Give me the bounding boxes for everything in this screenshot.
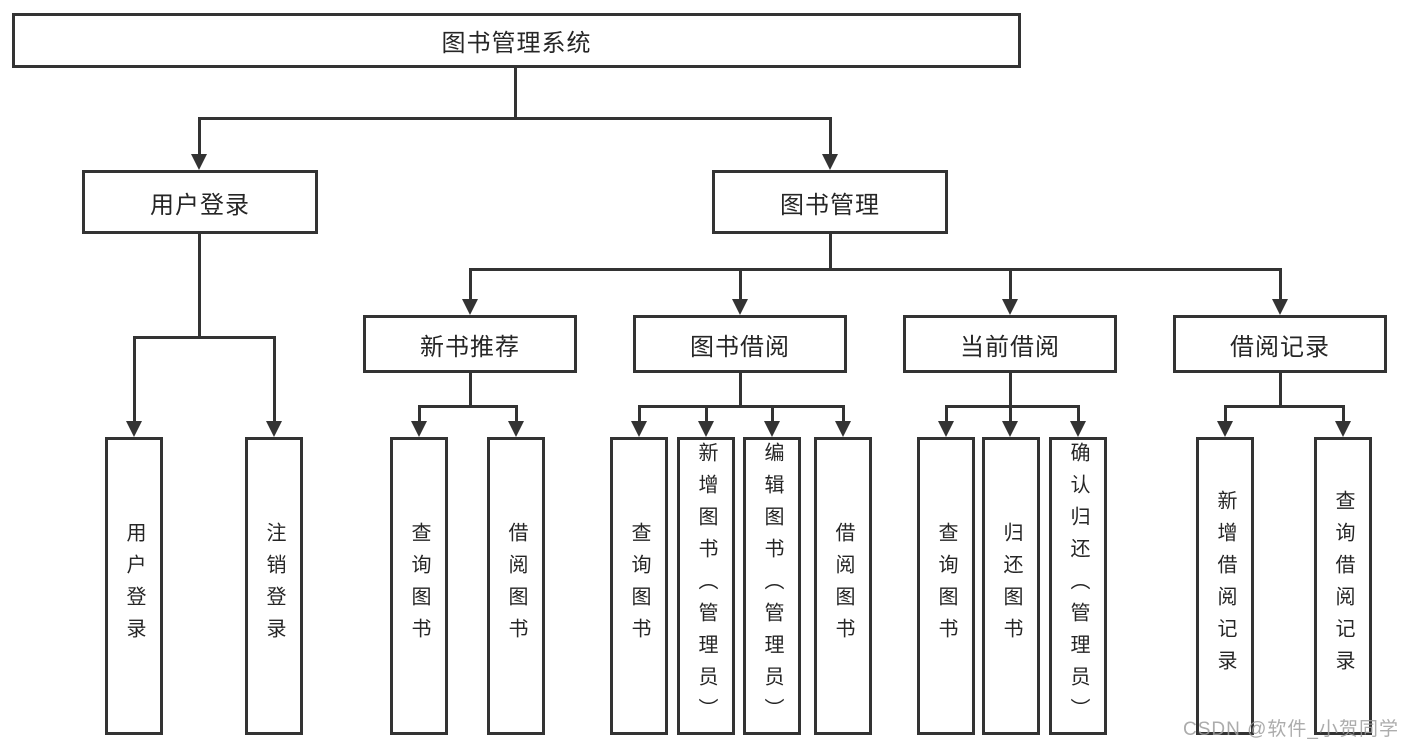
arrow-down-icon <box>462 299 478 315</box>
leaf-label: 用户登录 <box>123 522 145 650</box>
node-label: 新书推荐 <box>420 333 520 361</box>
connector-line <box>842 405 845 421</box>
arrow-down-icon <box>1070 421 1086 437</box>
node-label: 用户登录 <box>150 191 250 219</box>
leaf-add-borrow-record: 新增借阅记录 <box>1196 437 1254 735</box>
leaf-label: 查询图书 <box>408 522 430 650</box>
connector-line <box>1224 405 1344 408</box>
connector-line <box>638 405 641 421</box>
connector-line <box>1224 405 1227 421</box>
arrow-down-icon <box>1002 421 1018 437</box>
leaf-label: 确认归还（管理员） <box>1067 442 1089 730</box>
connector-line <box>739 373 742 408</box>
arrow-down-icon <box>508 421 524 437</box>
connector-line <box>1009 268 1012 299</box>
connector-line <box>418 405 518 408</box>
arrow-down-icon <box>822 154 838 170</box>
arrow-down-icon <box>126 421 142 437</box>
arrow-down-icon <box>1217 421 1233 437</box>
leaf-label: 新增图书（管理员） <box>695 442 717 730</box>
connector-line <box>198 117 201 155</box>
node-current-borrow: 当前借阅 <box>903 315 1117 373</box>
connector-line <box>829 117 832 155</box>
arrow-down-icon <box>1335 421 1351 437</box>
node-system-root: 图书管理系统 <box>12 13 1021 68</box>
arrow-down-icon <box>835 421 851 437</box>
arrow-down-icon <box>266 421 282 437</box>
leaf-label: 借阅图书 <box>505 522 527 650</box>
connector-line <box>638 405 844 408</box>
connector-line <box>418 405 421 421</box>
arrow-down-icon <box>764 421 780 437</box>
leaf-borrow-books-borrow: 借阅图书 <box>814 437 872 735</box>
arrow-down-icon <box>1272 299 1288 315</box>
connector-line <box>1279 268 1282 299</box>
arrow-down-icon <box>938 421 954 437</box>
leaf-label: 归还图书 <box>1000 522 1022 650</box>
node-book-borrow: 图书借阅 <box>633 315 847 373</box>
arrow-down-icon <box>732 299 748 315</box>
leaf-confirm-return-admin: 确认归还（管理员） <box>1049 437 1107 735</box>
connector-line <box>1279 373 1282 408</box>
leaf-label: 注销登录 <box>263 522 285 650</box>
node-label: 借阅记录 <box>1230 333 1330 361</box>
connector-line <box>469 268 472 299</box>
connector-line <box>469 373 472 408</box>
leaf-user-login: 用户登录 <box>105 437 163 735</box>
connector-line <box>273 336 276 421</box>
leaf-label: 查询图书 <box>628 522 650 650</box>
connector-line <box>1342 405 1345 421</box>
node-label: 图书借阅 <box>690 333 790 361</box>
arrow-down-icon <box>698 421 714 437</box>
node-user-login: 用户登录 <box>82 170 318 234</box>
arrow-down-icon <box>191 154 207 170</box>
arrow-down-icon <box>631 421 647 437</box>
leaf-label: 查询图书 <box>935 522 957 650</box>
node-new-book-recommend: 新书推荐 <box>363 315 577 373</box>
connector-line <box>1077 405 1080 421</box>
node-label: 图书管理系统 <box>441 30 592 57</box>
leaf-label: 编辑图书（管理员） <box>761 442 783 730</box>
leaf-edit-book-admin: 编辑图书（管理员） <box>743 437 801 735</box>
connector-line <box>739 268 742 299</box>
connector-line <box>133 336 275 339</box>
connector-line <box>771 405 774 421</box>
node-label: 图书管理 <box>780 191 880 219</box>
leaf-query-books-borrow: 查询图书 <box>610 437 668 735</box>
connector-line <box>1009 373 1012 421</box>
leaf-label: 新增借阅记录 <box>1214 490 1236 682</box>
connector-line <box>515 405 518 421</box>
connector-line <box>705 405 708 421</box>
leaf-query-books-recommend: 查询图书 <box>390 437 448 735</box>
connector-line <box>945 405 948 421</box>
node-label: 当前借阅 <box>960 333 1060 361</box>
node-borrow-records: 借阅记录 <box>1173 315 1387 373</box>
node-book-management: 图书管理 <box>712 170 948 234</box>
leaf-return-books: 归还图书 <box>982 437 1040 735</box>
connector-line <box>514 68 517 118</box>
connector-line <box>198 117 832 120</box>
connector-line <box>198 234 201 337</box>
connector-line <box>469 268 1282 271</box>
arrow-down-icon <box>411 421 427 437</box>
leaf-borrow-books-recommend: 借阅图书 <box>487 437 545 735</box>
leaf-label: 借阅图书 <box>832 522 854 650</box>
leaf-logout: 注销登录 <box>245 437 303 735</box>
connector-line <box>829 234 832 270</box>
csdn-watermark: CSDN @软件_小贺同学 <box>1183 719 1399 740</box>
leaf-query-books-current: 查询图书 <box>917 437 975 735</box>
connector-line <box>133 336 136 421</box>
leaf-label: 查询借阅记录 <box>1332 490 1354 682</box>
connector-line <box>945 405 1079 408</box>
arrow-down-icon <box>1002 299 1018 315</box>
leaf-query-borrow-record: 查询借阅记录 <box>1314 437 1372 735</box>
leaf-add-book-admin: 新增图书（管理员） <box>677 437 735 735</box>
